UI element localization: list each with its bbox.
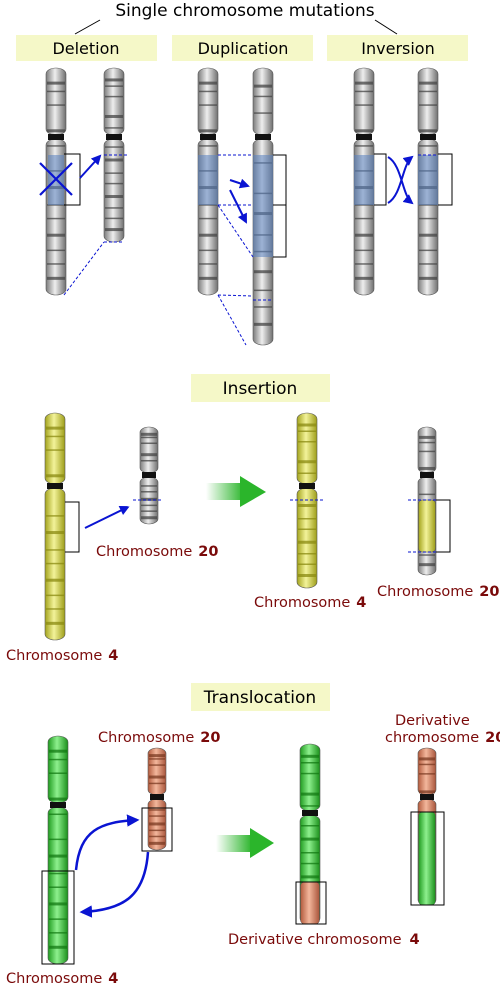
label-chr4-after-num: 4 <box>356 595 366 611</box>
svg-text:Deletion: Deletion <box>52 39 119 58</box>
title-group: Single chromosome mutations <box>74 1 398 35</box>
label-chr4-before: Chromosome <box>6 648 102 664</box>
label-chr20-after-num: 20 <box>479 584 499 600</box>
label-chr20: Chromosome <box>98 730 194 746</box>
page-title: Single chromosome mutations <box>115 1 374 21</box>
svg-text:chromosome20: chromosome 20 <box>385 730 500 746</box>
insertion-chr4-before <box>44 412 66 641</box>
insertion-chr20-before <box>139 426 159 525</box>
label-chr20-after: Chromosome <box>377 584 473 600</box>
translocation-heading: Translocation <box>191 683 330 711</box>
svg-text:Insertion: Insertion <box>223 379 298 399</box>
duplication-annotations <box>198 154 287 346</box>
label-chr4-before-num: 4 <box>108 648 118 664</box>
translocation-labels: Chromosome 20 Chromosome 4 Derivative chro… <box>6 713 500 987</box>
chromosome-layer <box>44 67 439 965</box>
svg-text:Translocation: Translocation <box>203 688 316 708</box>
label-chr20-num: 20 <box>200 730 220 746</box>
label-deriv20-line1: Derivative <box>395 713 470 729</box>
label-chr4-after: Chromosome <box>254 595 350 611</box>
translocation-chr4 <box>47 735 69 965</box>
insertion-annotations <box>65 476 451 553</box>
label-deriv4-num: 4 <box>410 932 420 948</box>
label-chr4: Chromosome <box>6 971 102 987</box>
inversion-annotations <box>354 153 453 206</box>
svg-text:Duplication: Duplication <box>198 39 289 58</box>
label-deriv20-line2: chromosome <box>385 730 479 746</box>
deletion-label: Deletion <box>16 35 157 61</box>
insertion-labels: Chromosome 20 Chromosome 4 Chromosome 4 Chr… <box>6 544 499 664</box>
inversion-label: Inversion <box>327 35 468 61</box>
translocation-derivative-chr20 <box>417 747 437 906</box>
label-chr4-num: 4 <box>108 971 118 987</box>
label-chr20-before-num: 20 <box>198 544 218 560</box>
translocation-chr20 <box>147 747 167 851</box>
duplication-label: Duplication <box>172 35 313 61</box>
insertion-chr20-after <box>417 426 437 576</box>
translocation-annotations <box>41 807 445 965</box>
deletion-result-chromosome <box>103 67 125 243</box>
insertion-chr4-after <box>296 412 318 589</box>
deletion-annotations <box>39 153 128 296</box>
translocation-derivative-chr4 <box>299 743 321 925</box>
label-deriv4: Derivative chromosome <box>228 932 402 948</box>
insertion-heading: Insertion <box>191 374 330 402</box>
label-chr20-before: Chromosome <box>96 544 192 560</box>
label-deriv20-num: 20 <box>485 730 500 746</box>
svg-text:Inversion: Inversion <box>361 39 434 58</box>
